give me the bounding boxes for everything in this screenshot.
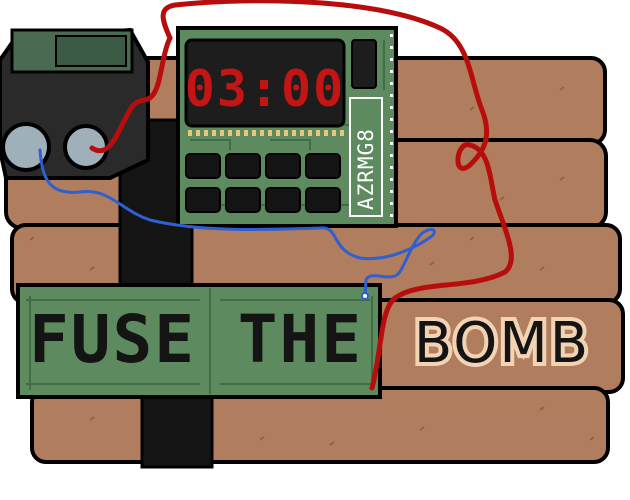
- battery-terminal-left: [1, 122, 51, 172]
- bomb-title: BOMB: [414, 311, 590, 376]
- wire-end: [361, 292, 369, 300]
- start-button-label[interactable]: FUSE THE: [29, 301, 363, 378]
- blue-wire: [38, 148, 436, 298]
- chip-grid: [185, 153, 341, 213]
- tape-strap-bottom: [140, 393, 214, 469]
- chip-button-6[interactable]: [225, 187, 261, 213]
- chip-button-1[interactable]: [185, 153, 221, 179]
- title-board: FUSE THE: [16, 283, 382, 399]
- chip-button-5[interactable]: [185, 187, 221, 213]
- battery: [0, 27, 150, 180]
- timer-display: 03:00: [185, 60, 346, 118]
- chip-button-7[interactable]: [265, 187, 301, 213]
- side-chip: [351, 39, 377, 89]
- red-wire: [89, 0, 514, 391]
- timer-icon: [184, 38, 346, 128]
- chip-button-8[interactable]: [305, 187, 341, 213]
- dynamite-stick-5: [30, 386, 610, 464]
- battery-terminal-right: [63, 124, 109, 170]
- board-code: AZRMG8: [354, 128, 378, 210]
- chip-button-2[interactable]: [225, 153, 261, 179]
- timer-board: 03:00 AZRMG8: [176, 26, 398, 228]
- chip-button-4[interactable]: [305, 153, 341, 179]
- chip-button-3[interactable]: [265, 153, 301, 179]
